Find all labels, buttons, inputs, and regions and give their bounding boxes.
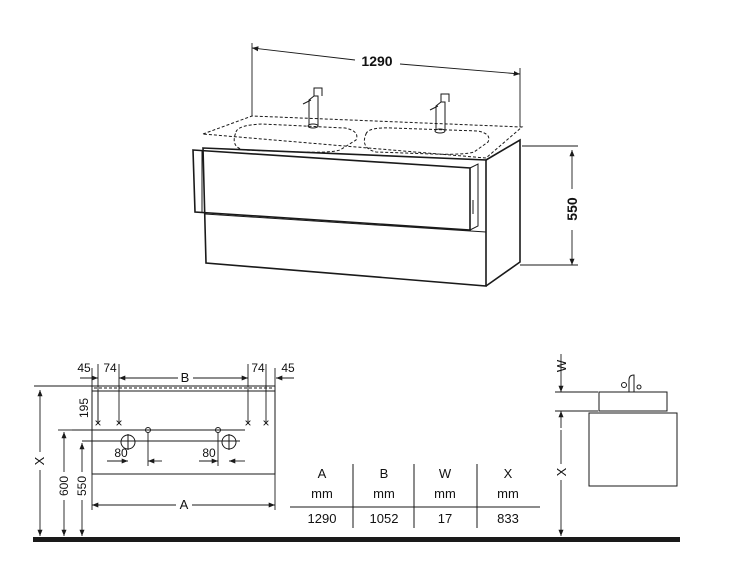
table-value-a: 1290 <box>308 511 337 526</box>
table-unit-w: mm <box>434 486 456 501</box>
left-margin-label: 45 <box>77 361 91 375</box>
left-basin-outline <box>233 123 358 153</box>
x-dimension-label: X <box>554 467 569 476</box>
side-basin <box>598 391 668 412</box>
right-faucet-icon <box>429 93 450 134</box>
height-dimension-label: 550 <box>564 197 580 221</box>
cabinet-side <box>485 138 521 287</box>
w-dimension-label: W <box>554 359 569 372</box>
right-spacing-label: 80 <box>202 446 216 460</box>
x-height-label: X <box>32 456 47 465</box>
left-spacing-label: 80 <box>114 446 128 460</box>
a-dimension-label: A <box>180 497 189 512</box>
table-header-x: X <box>504 466 513 481</box>
washbasin-top-outline <box>202 115 524 159</box>
dimension-table: A B W X mm mm mm mm 1290 1052 17 833 <box>290 464 540 528</box>
table-header-w: W <box>439 466 452 481</box>
right-margin-label: 45 <box>281 361 295 375</box>
side-faucet-icon <box>621 374 642 392</box>
cabinet-outline <box>91 390 276 475</box>
right-drain-icon <box>215 427 237 450</box>
table-unit-a: mm <box>311 486 333 501</box>
side-cabinet <box>588 412 678 487</box>
b-dimension-label: B <box>181 370 190 385</box>
upper-drawer <box>192 149 471 231</box>
mounting-point-markers: × × × × <box>94 416 269 430</box>
right-basin-outline <box>363 127 490 155</box>
table-unit-x: mm <box>497 486 519 501</box>
table-unit-b: mm <box>373 486 395 501</box>
lower-drawer-edge <box>204 213 487 233</box>
table-header-a: A <box>318 466 327 481</box>
depth-dimension-label: 195 <box>77 398 91 418</box>
floor-line <box>33 537 680 542</box>
table-header-b: B <box>380 466 389 481</box>
right-offset-label: 74 <box>251 361 265 375</box>
table-value-w: 17 <box>438 511 452 526</box>
width-dimension-label: 1290 <box>361 53 392 69</box>
table-value-x: 833 <box>497 511 519 526</box>
table-value-b: 1052 <box>370 511 399 526</box>
isometric-cabinet-view: 1290 550 <box>192 43 580 287</box>
top-height-label: 600 <box>57 476 71 496</box>
left-faucet-icon <box>302 87 323 129</box>
upper-drawer-side <box>469 163 479 231</box>
cabinet-height-label: 550 <box>75 476 89 496</box>
front-installation-view: × × × × B 45 74 74 45 <box>32 361 295 536</box>
left-offset-label: 74 <box>103 361 117 375</box>
side-view: W X <box>554 354 678 536</box>
